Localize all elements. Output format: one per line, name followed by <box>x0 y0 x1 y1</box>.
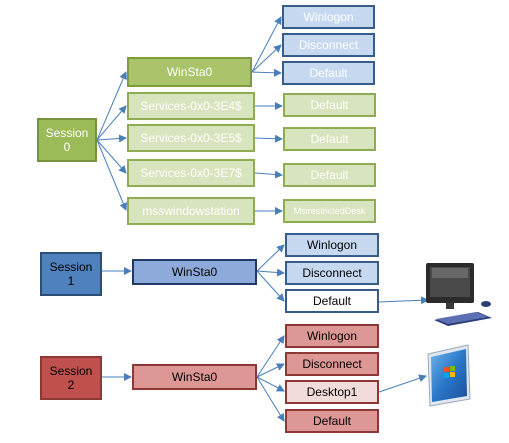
s0-svc-3e5-desktop-default: Default <box>283 127 376 151</box>
connector-s1-winlogon <box>256 244 285 272</box>
s0-desktop-winlogon: Winlogon <box>282 5 375 29</box>
connector-svc-3e5-default <box>254 134 283 143</box>
connector-s1-default <box>256 270 285 302</box>
connector-s0-default <box>251 68 282 77</box>
connector-s2-desktop1 <box>256 376 285 392</box>
session-1-box: Session 1 <box>40 252 102 296</box>
connector-s1-screen <box>378 296 429 305</box>
connector-s0-svc-3e7 <box>96 139 127 174</box>
session-0-box: Session 0 <box>37 118 97 162</box>
connector-s0-svc-3e5 <box>96 134 127 143</box>
s0-msswin-desktop: MsirestrictedDesk <box>283 199 376 223</box>
connector-s0-winsta0 <box>96 71 127 141</box>
s2-winsta0-box: WinSta0 <box>132 364 257 390</box>
s0-desktop-default: Default <box>282 61 375 85</box>
s1-desktop-default: Default <box>285 289 379 313</box>
s0-svc-3e7-desktop-default: Default <box>283 163 376 187</box>
s1-desktop-winlogon: Winlogon <box>285 233 379 257</box>
connector-s2-default <box>256 376 285 422</box>
connector-s0-winlogon <box>251 16 282 73</box>
s2-desktop-default: Default <box>285 409 379 433</box>
session-2-box: Session 2 <box>40 356 102 400</box>
s1-winsta0-box: WinSta0 <box>132 259 257 285</box>
connector-s0-disconnect <box>251 44 282 73</box>
connector-svc-3e7-default <box>254 170 283 179</box>
s0-station-services-3e5: Services-0x0-3E5$ <box>127 124 255 152</box>
connector-s2-screen <box>378 374 427 393</box>
connector-s2-winlogon <box>256 335 285 378</box>
s2-desktop-desktop1: Desktop1 <box>285 380 379 404</box>
s0-station-msswindowstation: msswindowstation <box>127 197 255 225</box>
s0-winsta0-box: WinSta0 <box>127 57 252 87</box>
s0-desktop-disconnect: Disconnect <box>282 33 375 57</box>
s0-svc-3e4-desktop-default: Default <box>283 93 376 117</box>
connector-s0-msswin <box>96 139 128 211</box>
connector-s1-disconnect <box>256 268 285 277</box>
s0-station-services-3e4: Services-0x0-3E4$ <box>127 92 255 120</box>
s2-desktop-winlogon: Winlogon <box>285 324 379 348</box>
s1-desktop-disconnect: Disconnect <box>285 261 379 285</box>
s2-desktop-disconnect: Disconnect <box>285 352 379 376</box>
connector-s2-disconnect <box>256 363 285 378</box>
connector-s0-svc-3e4 <box>96 105 127 141</box>
s0-station-services-3e7: Services-0x0-3E7$ <box>127 159 255 187</box>
